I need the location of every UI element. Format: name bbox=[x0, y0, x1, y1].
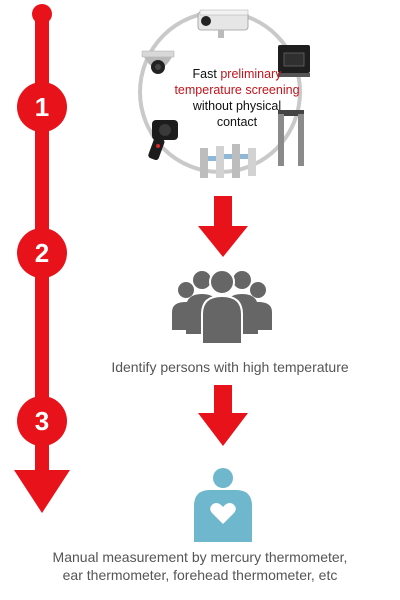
screening-description: Fast preliminary temperature screening w… bbox=[168, 66, 306, 130]
step-2-badge: 2 bbox=[17, 228, 67, 278]
manual-caption-line-2: ear thermometer, forehead thermometer, e… bbox=[62, 567, 338, 583]
manual-caption: Manual measurement by mercury thermomete… bbox=[0, 548, 400, 584]
step-1-number: 1 bbox=[34, 91, 50, 122]
step-3-badge: 3 bbox=[17, 396, 67, 446]
people-group-icon bbox=[172, 269, 272, 345]
screening-highlight-2: temperature screening bbox=[174, 83, 300, 97]
bullet-camera-icon bbox=[197, 9, 249, 38]
screening-line-3: without physical bbox=[192, 99, 282, 113]
screening-line-4: contact bbox=[216, 115, 258, 129]
down-arrow-2 bbox=[198, 385, 248, 446]
thermal-camera-box-icon bbox=[278, 45, 310, 77]
screening-line-1: Fast preliminary bbox=[168, 66, 306, 82]
identify-caption: Identify persons with high temperature bbox=[111, 359, 349, 375]
manual-caption-line-1: Manual measurement by mercury thermomete… bbox=[52, 549, 348, 565]
step-2-number: 2 bbox=[34, 237, 50, 268]
down-arrow-1 bbox=[198, 196, 248, 257]
screening-highlight-1: preliminary bbox=[220, 67, 282, 81]
walkthrough-gate-icon bbox=[278, 110, 304, 166]
handheld-thermal-camera-icon bbox=[148, 120, 178, 161]
timeline-arrowhead bbox=[14, 470, 70, 513]
turnstile-gates-icon bbox=[200, 144, 256, 178]
screening-prefix: Fast bbox=[192, 67, 221, 81]
timeline-start-dot bbox=[32, 4, 52, 24]
person-heart-icon bbox=[194, 468, 252, 542]
step-1-badge: 1 bbox=[17, 82, 67, 132]
step-3-number: 3 bbox=[34, 405, 50, 436]
dome-camera-icon bbox=[141, 50, 175, 74]
